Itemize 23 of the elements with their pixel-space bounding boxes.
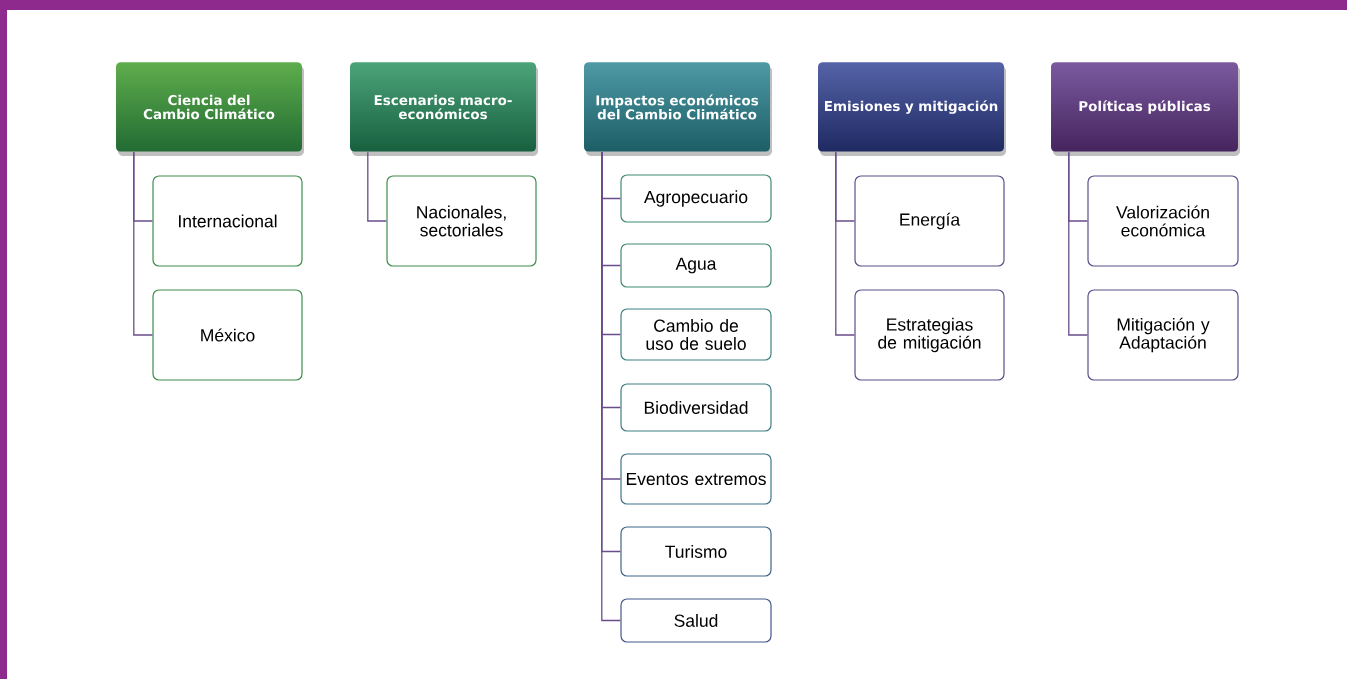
topic-box: Agropecuario — [620, 174, 772, 223]
topic-box: Estrategias de mitigación — [854, 289, 1005, 381]
topic-box: Salud — [620, 598, 772, 643]
category-header: Políticas públicas — [1051, 62, 1240, 156]
topic-box: Mitigación y Adaptación — [1087, 289, 1239, 381]
topic-box: Nacionales, sectoriales — [386, 175, 537, 267]
category-header: Escenarios macro- económicos — [350, 62, 538, 156]
topic-box: Biodiversidad — [620, 383, 772, 432]
topic-box: México — [152, 289, 303, 381]
category-header: Ciencia del Cambio Climático — [116, 62, 304, 156]
topic-box: Valorización económica — [1087, 175, 1239, 267]
topic-box: Agua — [620, 243, 772, 288]
connector-line — [1068, 151, 1089, 336]
category-header: Emisiones y mitigación — [818, 62, 1006, 156]
category-header: Impactos económicos del Cambio Climático — [584, 62, 772, 156]
topic-box: Turismo — [620, 526, 772, 577]
topic-box: Eventos extremos — [620, 453, 772, 505]
connector-line — [835, 151, 856, 336]
topic-box: Cambio de uso de suelo — [620, 308, 772, 361]
connector-line — [367, 151, 388, 222]
connector-line — [133, 151, 154, 336]
topic-box: Internacional — [152, 175, 303, 267]
topic-box: Energía — [854, 175, 1005, 267]
